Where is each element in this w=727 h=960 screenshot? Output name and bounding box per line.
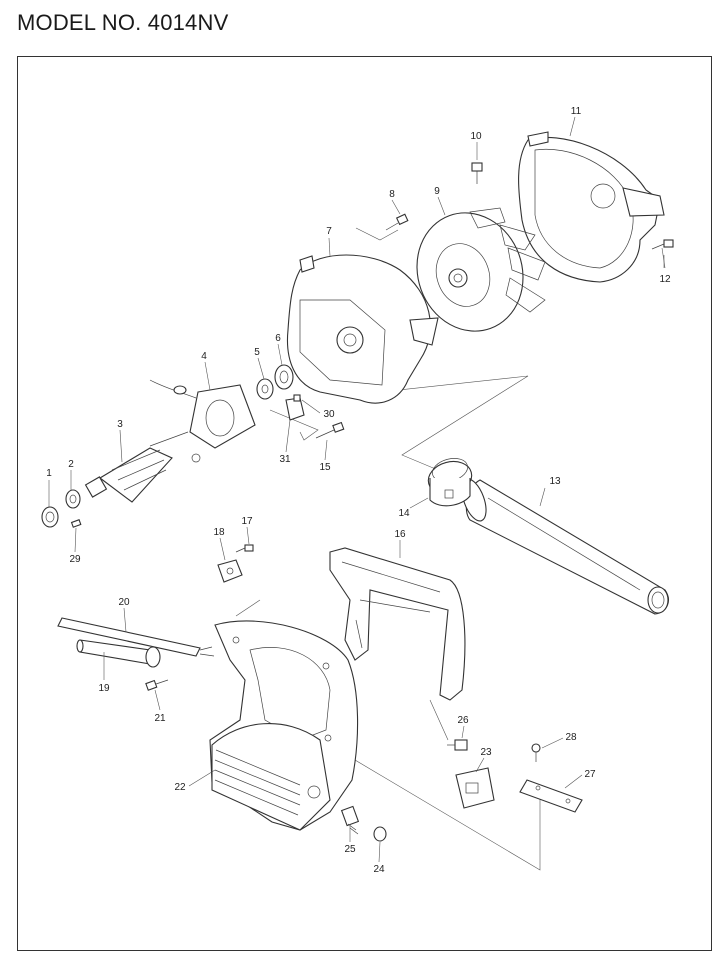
screw-21	[145, 679, 169, 691]
armature	[84, 431, 189, 503]
callout-9: 9	[434, 186, 440, 197]
callout-18: 18	[213, 527, 225, 538]
callout-1: 1	[46, 468, 52, 479]
callout-29: 29	[69, 554, 81, 565]
screw-10	[471, 142, 483, 184]
callout-15: 15	[319, 462, 331, 473]
switch-23	[455, 767, 495, 809]
callout-11: 11	[571, 106, 582, 117]
screw-15	[315, 421, 345, 439]
callout-23: 23	[480, 747, 492, 758]
screw-12	[651, 239, 674, 268]
knob-24	[373, 826, 387, 842]
power-cord	[57, 617, 215, 657]
fan-impeller	[416, 207, 546, 332]
callout-8: 8	[389, 189, 395, 200]
handle-cover	[329, 547, 466, 701]
callout-27: 27	[584, 769, 596, 780]
screw-17	[235, 544, 254, 553]
leader-lines	[48, 116, 666, 863]
brush-holder-31	[285, 394, 305, 421]
model-number-title: MODEL NO. 4014NV	[17, 10, 229, 35]
callout-13: 13	[549, 476, 561, 487]
callout-12: 12	[659, 274, 671, 285]
callout-20: 20	[118, 597, 130, 608]
cord-guard	[76, 639, 161, 668]
callout-7: 7	[326, 226, 332, 237]
connector-26	[447, 739, 468, 751]
callout-28: 28	[565, 732, 577, 743]
callout-labels: 1 2 3 4 5 6 7 8 9 10 11 12 13 14 15 16 1…	[46, 106, 671, 875]
diagram-frame	[17, 56, 712, 951]
callout-6: 6	[275, 333, 281, 344]
motor-housing	[286, 254, 439, 404]
callout-5: 5	[254, 347, 260, 358]
callout-10: 10	[470, 131, 482, 142]
switch-lever-25	[340, 805, 360, 835]
motor-body-housing	[209, 620, 359, 831]
callout-14: 14	[398, 508, 410, 519]
screw-8	[385, 199, 409, 231]
callout-4: 4	[201, 351, 207, 362]
callout-24: 24	[373, 864, 385, 875]
part-29	[70, 519, 82, 528]
field-stator	[149, 379, 256, 463]
callout-17: 17	[241, 516, 253, 527]
callout-31: 31	[279, 454, 291, 465]
callout-30: 30	[323, 409, 335, 420]
plate-27	[519, 779, 583, 813]
nozzle	[461, 478, 669, 615]
bearing-6	[274, 364, 294, 390]
callout-21: 21	[154, 713, 166, 724]
strain-relief-18	[217, 559, 243, 583]
callout-19: 19	[98, 683, 110, 694]
fan-cover-housing	[518, 131, 665, 283]
callout-16: 16	[394, 529, 406, 540]
washer-2	[65, 489, 81, 509]
assembly-guide-lines	[235, 227, 541, 871]
callout-22: 22	[174, 782, 186, 793]
bearing-1	[41, 506, 59, 528]
washer-5	[256, 378, 274, 400]
callout-2: 2	[68, 459, 74, 470]
callout-3: 3	[117, 419, 123, 430]
ring-14	[427, 458, 473, 507]
screw-28	[531, 743, 541, 762]
callout-26: 26	[457, 715, 469, 726]
callout-25: 25	[344, 844, 356, 855]
